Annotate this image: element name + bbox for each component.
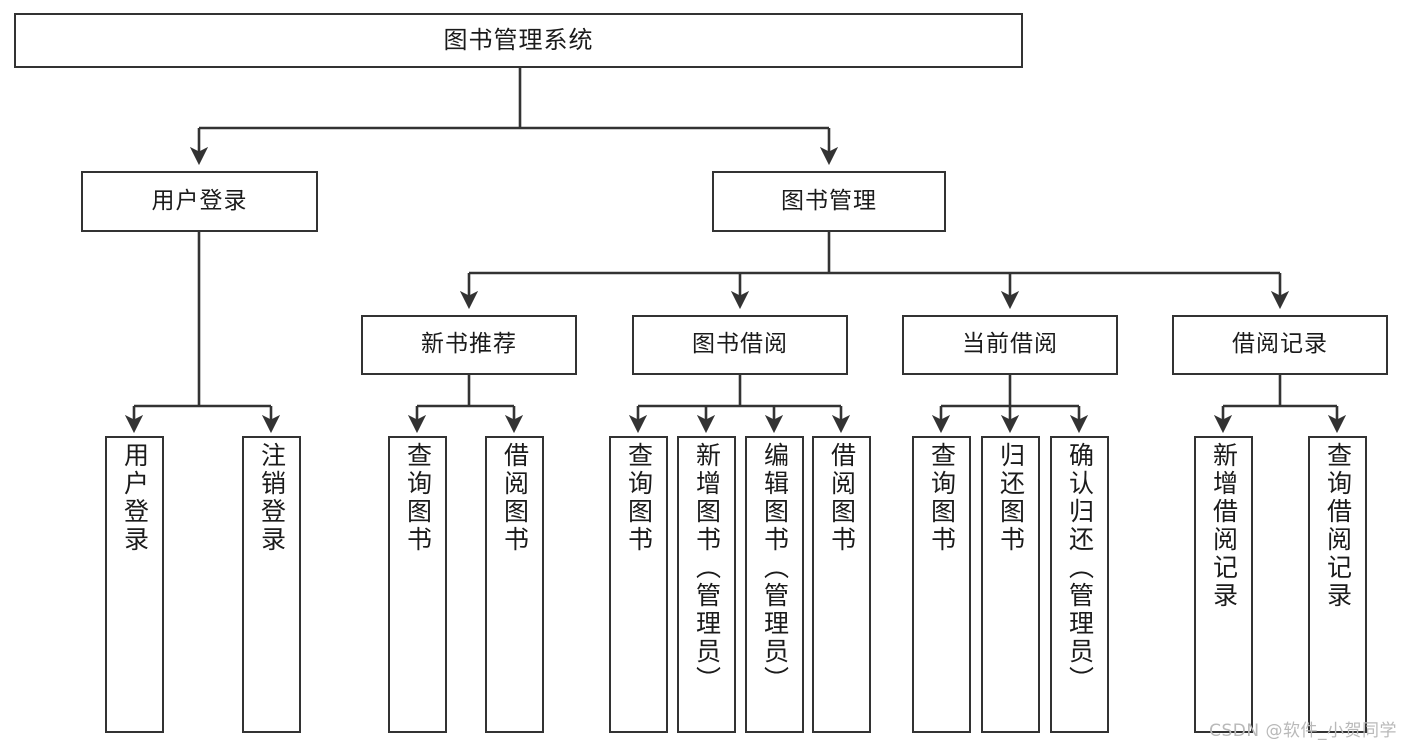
leaf-query-book[interactable]: 查询图书 (609, 436, 668, 733)
node-new-book-recommend[interactable]: 新书推荐 (361, 315, 577, 375)
node-label: 借阅图书 (500, 442, 530, 554)
leaf-query-book-current[interactable]: 查询图书 (912, 436, 971, 733)
leaf-user-login[interactable]: 用户登录 (105, 436, 164, 733)
node-label: 借阅记录 (1232, 331, 1328, 358)
node-label: 新增图书（管理员） (692, 442, 722, 694)
leaf-add-book-admin[interactable]: 新增图书（管理员） (677, 436, 736, 733)
node-label: 用户登录 (120, 442, 150, 554)
watermark: CSDN @软件_小贺同学 (1209, 721, 1397, 741)
node-book-management[interactable]: 图书管理 (712, 171, 946, 232)
leaf-confirm-return-admin[interactable]: 确认归还（管理员） (1050, 436, 1109, 733)
node-label: 新增借阅记录 (1209, 442, 1239, 610)
node-label: 新书推荐 (421, 331, 517, 358)
node-label: 查询借阅记录 (1323, 442, 1353, 610)
node-label: 注销登录 (257, 442, 287, 554)
leaf-borrow-book[interactable]: 借阅图书 (812, 436, 871, 733)
node-label: 图书管理 (781, 187, 877, 214)
node-current-borrow[interactable]: 当前借阅 (902, 315, 1118, 375)
node-label: 确认归还（管理员） (1065, 442, 1095, 694)
node-label: 图书借阅 (692, 331, 788, 358)
node-label: 归还图书 (996, 442, 1026, 554)
leaf-logout[interactable]: 注销登录 (242, 436, 301, 733)
node-book-borrow[interactable]: 图书借阅 (632, 315, 848, 375)
leaf-borrow-book-recommend[interactable]: 借阅图书 (485, 436, 544, 733)
leaf-edit-book-admin[interactable]: 编辑图书（管理员） (745, 436, 804, 733)
node-root-system[interactable]: 图书管理系统 (14, 13, 1023, 68)
node-label: 查询图书 (927, 442, 957, 554)
leaf-add-borrow-record[interactable]: 新增借阅记录 (1194, 436, 1253, 733)
node-label: 查询图书 (624, 442, 654, 554)
node-label: 图书管理系统 (443, 26, 594, 55)
node-label: 当前借阅 (962, 331, 1058, 358)
leaf-query-borrow-record[interactable]: 查询借阅记录 (1308, 436, 1367, 733)
node-label: 编辑图书（管理员） (760, 442, 790, 694)
node-user-login[interactable]: 用户登录 (81, 171, 318, 232)
node-label: 用户登录 (151, 187, 248, 214)
leaf-return-book[interactable]: 归还图书 (981, 436, 1040, 733)
node-borrow-record[interactable]: 借阅记录 (1172, 315, 1388, 375)
leaf-query-book-recommend[interactable]: 查询图书 (388, 436, 447, 733)
node-label: 借阅图书 (827, 442, 857, 554)
node-label: 查询图书 (403, 442, 433, 554)
